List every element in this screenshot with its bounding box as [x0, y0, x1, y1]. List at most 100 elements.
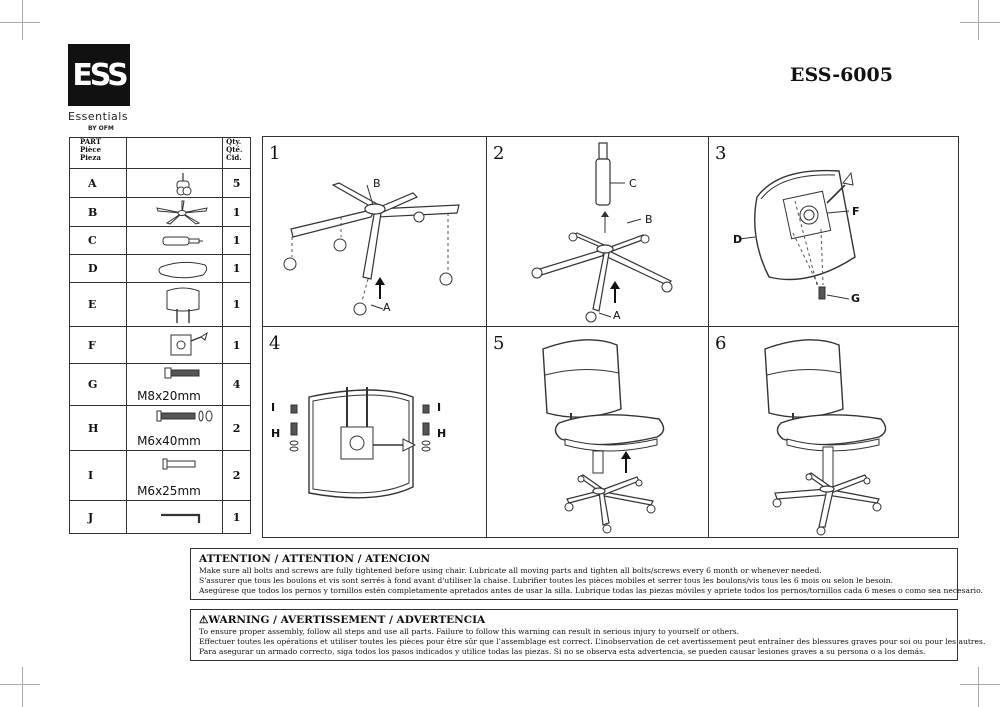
step-number: 1	[269, 143, 281, 164]
crop-mark	[960, 22, 1000, 23]
part-label: A	[383, 301, 391, 314]
part-label: G	[851, 292, 861, 305]
part-image-caster	[126, 168, 224, 198]
step-5-panel: 5	[487, 327, 709, 537]
parts-table-header: PART Pièce Pieza Qty. Qté. Cid.	[68, 137, 251, 169]
part-header-en: PART	[80, 137, 102, 146]
warning-title-text: WARNING / AVERTISSEMENT / ADVERTENCIA	[208, 614, 486, 626]
part-id: C	[68, 226, 128, 255]
part-id: A	[68, 168, 128, 198]
brand-logo: ESS	[68, 44, 130, 106]
gas-lift-icon	[162, 236, 204, 246]
warning-line-en: To ensure proper assembly, follow all st…	[199, 627, 740, 636]
assembly-steps-grid: 1 B A 2	[262, 136, 959, 538]
qty-header-en: Qty.	[226, 137, 242, 146]
attention-notice: ATTENTION / ATTENTION / ATENCION Make su…	[190, 548, 983, 600]
table-row: J 1	[68, 500, 251, 534]
caster-icon	[176, 173, 192, 196]
part-qty: 1	[222, 500, 251, 534]
part-image-allen-key	[126, 500, 224, 534]
step-number: 6	[715, 333, 727, 354]
part-image-bolt-i: M6x25mm	[126, 450, 224, 501]
step-number: 4	[269, 333, 281, 354]
part-image-backrest	[126, 282, 224, 327]
table-row: B 1	[68, 197, 251, 227]
gas-lift-insertion-illustration	[531, 142, 673, 323]
table-row: F 1	[68, 326, 251, 364]
qty-header: Qty. Qté. Cid.	[222, 137, 251, 169]
completed-chair-illustration	[764, 339, 887, 536]
part-image-bolt-h: M6x40mm	[126, 405, 224, 451]
qty-header-fr: Qté.	[226, 145, 243, 154]
part-id: H	[68, 405, 128, 451]
seat-on-base-illustration	[542, 339, 665, 534]
allen-key-icon	[161, 513, 201, 523]
crop-mark	[978, 667, 979, 707]
qty-header-es: Cid.	[226, 153, 242, 162]
part-id: I	[68, 450, 128, 501]
crop-mark	[0, 22, 40, 23]
part-id: J	[68, 500, 128, 534]
part-label: H	[437, 427, 447, 440]
star-base-icon	[156, 200, 208, 225]
part-image-base	[126, 197, 224, 227]
table-row: D 1	[68, 254, 251, 283]
warning-notice: ⚠WARNING / AVERTISSEMENT / ADVERTENCIA T…	[190, 609, 986, 661]
base-assembly-illustration	[283, 182, 460, 316]
part-label: A	[613, 309, 621, 322]
table-row: I M6x25mm 2	[68, 450, 251, 501]
table-row: G M8x20mm 4	[68, 363, 251, 406]
brand-byline: BY OFM	[88, 125, 114, 132]
warning-title: ⚠WARNING / AVERTISSEMENT / ADVERTENCIA	[199, 614, 949, 626]
step-number: 2	[493, 143, 505, 164]
step-6-panel: 6	[709, 327, 958, 537]
part-id: D	[68, 254, 128, 283]
part-size: M6x25mm	[137, 484, 201, 498]
part-image-gas-lift	[126, 226, 224, 255]
crop-mark	[960, 684, 1000, 685]
part-size: M8x20mm	[137, 389, 201, 403]
step-number: 3	[715, 143, 727, 164]
attention-line-es: Asegúrese que todos los pernos y tornill…	[199, 586, 983, 595]
tilt-mechanism-icon	[170, 331, 208, 356]
part-qty: 1	[222, 226, 251, 255]
bolt-icon	[164, 367, 200, 379]
part-label: C	[629, 177, 637, 190]
part-qty: 5	[222, 168, 251, 198]
long-bolt-icon	[156, 410, 213, 422]
parts-table: PART Pièce Pieza Qty. Qté. Cid. A 5 B 1 …	[68, 137, 251, 534]
crop-mark	[0, 684, 40, 685]
short-bolt-icon	[162, 458, 196, 470]
part-label: F	[852, 205, 860, 218]
table-row: E 1	[68, 282, 251, 327]
part-header-es: Pieza	[80, 153, 101, 162]
part-label: H	[271, 427, 281, 440]
seat-cushion-icon	[158, 261, 208, 279]
image-header	[126, 137, 224, 169]
warning-line-fr: Effectuer toutes les opérations et utili…	[199, 637, 986, 646]
step-number: 5	[493, 333, 505, 354]
part-id: B	[68, 197, 128, 227]
attention-line-en: Make sure all bolts and screws are fully…	[199, 566, 822, 575]
part-header: PART Pièce Pieza	[68, 137, 128, 169]
part-id: G	[68, 363, 128, 406]
step-1-panel: 1 B A	[263, 137, 487, 327]
step-4-panel: 4 I I H H	[263, 327, 487, 537]
part-header-fr: Pièce	[80, 145, 102, 154]
crop-mark	[22, 667, 23, 707]
table-row: C 1	[68, 226, 251, 255]
part-qty: 1	[222, 254, 251, 283]
part-label: B	[645, 213, 653, 226]
part-label: I	[271, 401, 276, 414]
warning-triangle-icon: ⚠	[199, 614, 209, 626]
backrest-icon	[166, 287, 200, 323]
model-number: ESS-6005	[790, 64, 893, 86]
step-2-panel: 2 C B A	[487, 137, 709, 327]
part-id: E	[68, 282, 128, 327]
crop-mark	[978, 0, 979, 40]
part-qty: 1	[222, 282, 251, 327]
part-image-bolt-g: M8x20mm	[126, 363, 224, 406]
table-row: H M6x40mm 2	[68, 405, 251, 451]
part-image-mechanism	[126, 326, 224, 364]
attention-line-fr: S'assurer que tous les boulons et vis so…	[199, 576, 894, 585]
